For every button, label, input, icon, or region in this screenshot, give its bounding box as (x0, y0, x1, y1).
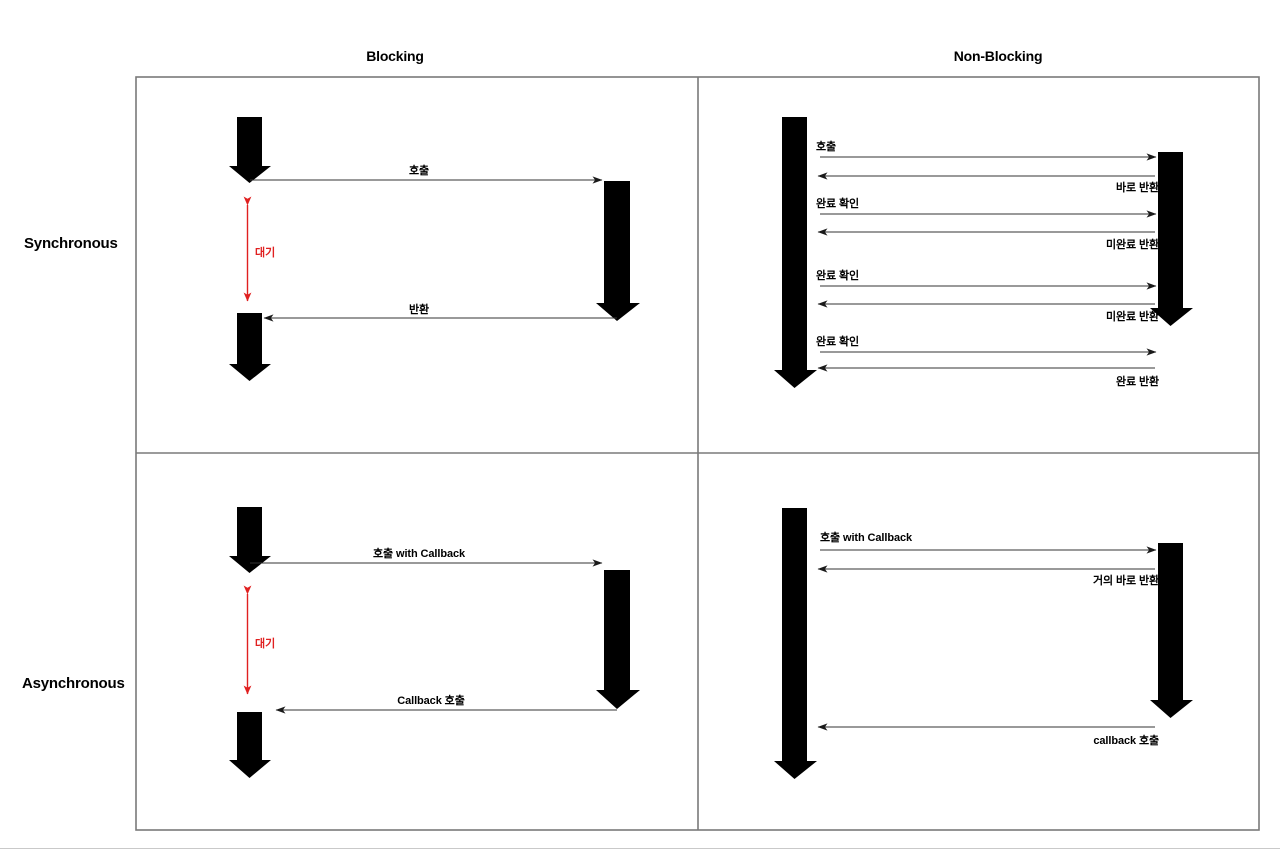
quadrant-async-blocking (229, 507, 640, 778)
message-label-call-q1: 호출 (408, 165, 430, 177)
quadrant-sync-blocking (229, 117, 640, 381)
message-label-check3-q2: 완료 확인 (816, 336, 860, 348)
message-label-ret3-q2: 미완료 반환 (1105, 311, 1159, 323)
lifeline-caller-q4 (774, 508, 817, 779)
message-label-ret2-q2: 미완료 반환 (1105, 239, 1159, 251)
message-label-call-q4: 호출 with Callback (820, 532, 912, 544)
lifeline-callee-q2 (1150, 152, 1193, 326)
message-label-ret4-q2: 완료 반환 (1115, 376, 1159, 388)
message-label-callback-q3: Callback 호출 (397, 695, 465, 707)
lifeline-caller-upper-q3 (229, 507, 271, 573)
lifeline-caller-lower-q3 (229, 712, 271, 778)
row-label-synchronous: Synchronous (24, 235, 118, 252)
message-label-check2-q2: 완료 확인 (816, 270, 860, 282)
bottom-divider (0, 848, 1280, 849)
message-label-check1-q2: 완료 확인 (816, 198, 860, 210)
column-header-non-blocking: Non-Blocking (953, 48, 1043, 64)
message-label-callback-q4: callback 호출 (1093, 735, 1159, 747)
lifeline-callee-q1 (596, 181, 640, 321)
column-header-blocking: Blocking (366, 48, 424, 64)
row-label-asynchronous: Asynchronous (22, 675, 125, 692)
lifeline-caller-q2 (774, 117, 817, 388)
message-label-call-q3: 호출 with Callback (373, 548, 465, 560)
grid-frame (135, 76, 1260, 831)
wait-label-q3: 대기 (255, 638, 276, 650)
message-label-ret-q4: 거의 바로 반환 (1092, 575, 1159, 587)
message-label-call1-q2: 호출 (816, 141, 837, 153)
lifeline-callee-q3 (596, 570, 640, 709)
quadrant-async-nonblocking (774, 508, 1193, 779)
lifeline-callee-q4 (1150, 543, 1193, 718)
message-label-ret1-q2: 바로 반환 (1115, 182, 1159, 194)
lifeline-caller-lower-q1 (229, 313, 271, 381)
quadrant-sync-nonblocking (774, 117, 1193, 388)
message-label-return-q1: 반환 (408, 304, 430, 316)
wait-label-q1: 대기 (255, 247, 276, 259)
lifeline-caller-upper-q1 (229, 117, 271, 183)
